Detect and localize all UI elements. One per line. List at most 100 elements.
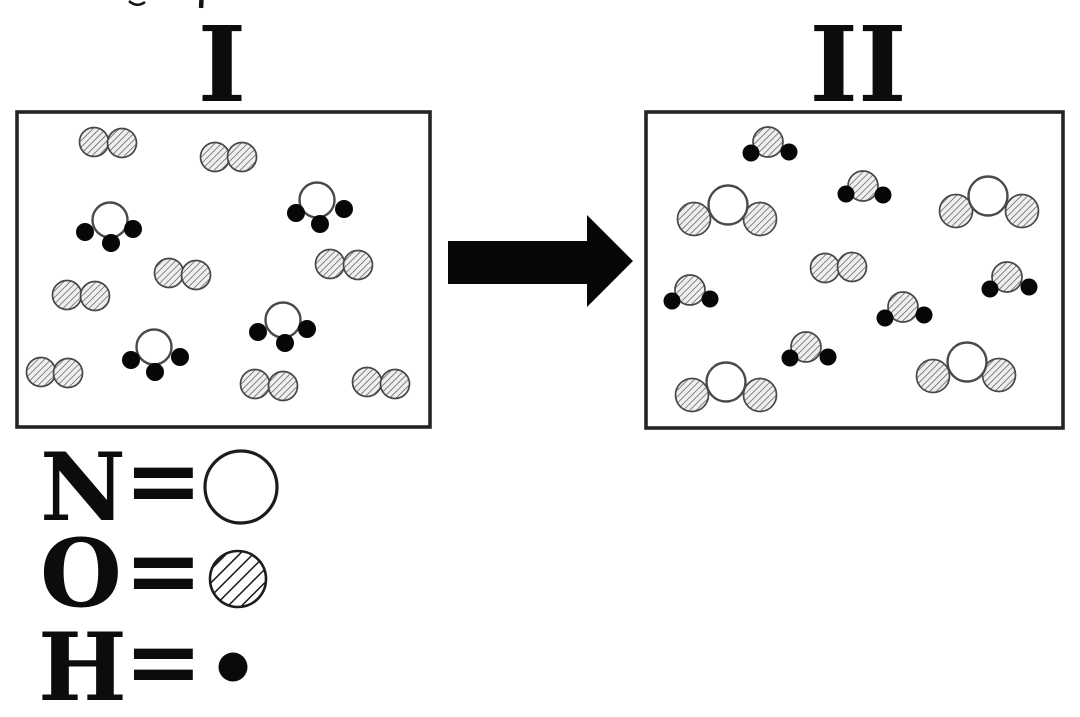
atom-h-circle — [122, 351, 140, 369]
atom-h-circle — [876, 309, 894, 327]
atom-h-circle — [102, 234, 120, 252]
atom-h-circle — [311, 215, 329, 233]
legend-letter-o: O — [40, 519, 122, 629]
molecule-o2 — [314, 248, 374, 281]
atom-h-circle — [124, 220, 142, 238]
legend-letter-n: N — [40, 433, 126, 543]
molecule-o2 — [25, 356, 84, 389]
atom-o-circle — [742, 201, 778, 237]
atom-o-circle — [674, 377, 710, 413]
atom-h-circle — [287, 204, 305, 222]
molecule-o2 — [351, 366, 411, 400]
atom-o-circle — [106, 127, 138, 159]
atom-n-circle — [91, 201, 129, 239]
atom-o-circle — [938, 193, 974, 229]
atom-o-circle — [790, 331, 822, 363]
atom-h-circle — [76, 223, 94, 241]
molecule-h2o — [981, 261, 1038, 298]
legend-equals: = — [124, 607, 203, 717]
atom-h-circle — [276, 334, 294, 352]
atom-n-circle — [967, 175, 1009, 217]
molecule-o2 — [153, 257, 212, 291]
arrow-right-icon — [448, 215, 633, 307]
atom-o-circle — [351, 366, 383, 398]
atom-h-circle — [819, 348, 837, 366]
molecule-o2 — [51, 279, 111, 312]
atom-h-circle — [335, 200, 353, 218]
atom-o-circle — [199, 141, 231, 173]
molecule-h2o — [837, 170, 892, 204]
legend-equals: = — [124, 516, 203, 626]
atom-o-circle — [1004, 193, 1040, 229]
atom-o-circle — [52, 357, 84, 389]
legend-filled-dot-icon — [218, 652, 248, 682]
legend-open-circle-icon — [203, 449, 279, 525]
atom-o-circle — [239, 368, 271, 400]
atom-h-circle — [146, 363, 164, 381]
molecule-nh3 — [122, 328, 189, 381]
atom-h-circle — [781, 349, 799, 367]
atom-n-circle — [946, 341, 988, 383]
atom-o-circle — [25, 356, 57, 388]
atom-o-circle — [78, 126, 110, 158]
molecule-o2 — [78, 126, 138, 159]
cropped-text-artifact — [128, 0, 146, 6]
atom-o-circle — [342, 249, 374, 281]
cropped-text-artifact — [198, 0, 204, 9]
molecule-no2 — [915, 341, 1017, 394]
atom-h-circle — [780, 143, 798, 161]
atom-o-circle — [887, 291, 919, 323]
atom-o-circle — [752, 126, 784, 158]
molecule-o2 — [809, 251, 868, 284]
molecule-h2o — [742, 126, 798, 162]
molecule-no2 — [938, 175, 1040, 229]
atom-o-circle — [742, 377, 778, 413]
molecule-no2 — [676, 184, 778, 237]
molecules-layer — [25, 126, 1040, 413]
atom-h-circle — [298, 320, 316, 338]
atom-o-circle — [180, 259, 212, 291]
atom-h-circle — [981, 280, 999, 298]
atom-o-circle — [51, 279, 83, 311]
atom-h-circle — [701, 290, 719, 308]
atom-h-circle — [837, 185, 855, 203]
molecule-h2o — [781, 331, 837, 367]
legend-equals: = — [124, 426, 203, 536]
atom-o-circle — [79, 280, 111, 312]
atom-o-circle — [226, 141, 258, 173]
atom-o-circle — [915, 358, 951, 394]
atom-o-circle — [991, 261, 1023, 293]
atom-n-circle — [705, 361, 747, 403]
molecule-o2 — [239, 368, 299, 402]
molecule-no2 — [674, 361, 778, 413]
atom-o-circle — [674, 274, 706, 306]
atom-h-circle — [742, 144, 760, 162]
atom-h-circle — [249, 323, 267, 341]
molecule-h2o — [663, 274, 719, 310]
atom-h-circle — [915, 306, 933, 324]
legend-letter-h: H — [38, 613, 127, 717]
molecule-nh3 — [287, 181, 353, 233]
atom-h-circle — [171, 348, 189, 366]
atom-h-circle — [874, 186, 892, 204]
panel-1-label: I — [198, 3, 247, 126]
legend: N = O = H = — [38, 426, 279, 717]
molecule-nh3 — [76, 201, 142, 252]
molecule-nh3 — [249, 301, 316, 352]
atom-o-circle — [314, 248, 346, 280]
atom-n-circle — [135, 328, 173, 366]
atom-o-circle — [676, 201, 712, 237]
atom-o-circle — [836, 251, 868, 283]
atom-n-circle — [264, 301, 302, 339]
atom-o-circle — [267, 370, 299, 402]
atom-h-circle — [663, 292, 681, 310]
atom-h-circle — [1020, 278, 1038, 296]
atom-o-circle — [379, 368, 411, 400]
legend-hatched-circle-icon — [208, 549, 268, 609]
atom-o-circle — [153, 257, 185, 289]
molecule-h2o — [876, 291, 933, 327]
molecule-o2 — [199, 141, 258, 173]
panel-2-label: II — [809, 3, 906, 126]
